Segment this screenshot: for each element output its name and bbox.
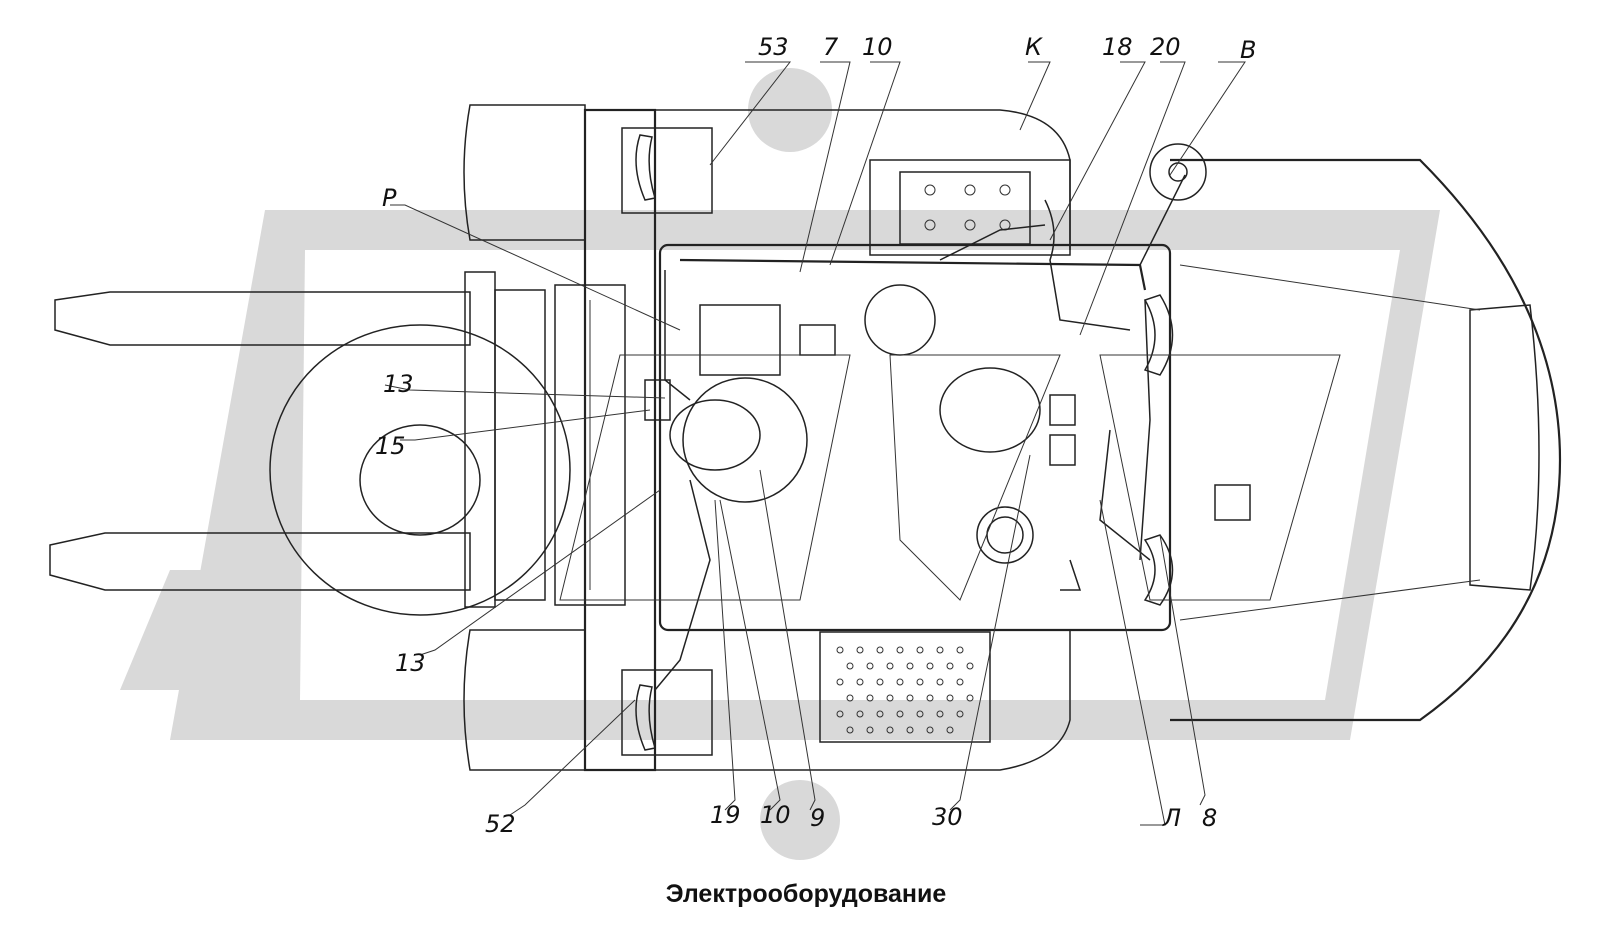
callout-8: 8 bbox=[1202, 804, 1217, 832]
callout-20: 20 bbox=[1150, 33, 1181, 61]
lamps bbox=[635, 134, 1174, 751]
truck-body bbox=[583, 108, 1172, 772]
callout-B: В bbox=[1240, 36, 1256, 64]
callout-15: 15 bbox=[375, 432, 406, 460]
callout-13-upper: 13 bbox=[383, 370, 414, 398]
diagram-caption: Электрооборудование bbox=[665, 880, 947, 908]
watermark-letters bbox=[559, 354, 1341, 601]
callout-9: 9 bbox=[810, 804, 825, 832]
battery-block bbox=[869, 159, 1071, 256]
watermark-logo bbox=[120, 68, 1440, 860]
callout-7: 7 bbox=[823, 33, 839, 61]
front-wheels bbox=[463, 104, 586, 771]
callout-labels: 53 7 10 К 18 20 В Р 13 15 13 52 19 10 9 … bbox=[375, 33, 1256, 838]
mast bbox=[494, 284, 626, 606]
callout-30: 30 bbox=[932, 803, 963, 831]
callout-52: 52 bbox=[485, 810, 516, 838]
grille-panel bbox=[819, 631, 991, 743]
callout-K: К bbox=[1025, 33, 1043, 61]
callout-18: 18 bbox=[1102, 33, 1133, 61]
callout-L: Л bbox=[1162, 804, 1181, 832]
callout-10-bottom: 10 bbox=[760, 801, 791, 829]
leader-lines bbox=[384, 61, 1246, 826]
callout-10-top: 10 bbox=[862, 33, 893, 61]
callout-P: Р bbox=[382, 184, 397, 212]
forks bbox=[49, 271, 496, 608]
steering-assembly bbox=[644, 284, 1251, 564]
load-circle bbox=[269, 324, 571, 616]
rear-hubs bbox=[1149, 143, 1207, 201]
callout-13-lower: 13 bbox=[395, 649, 426, 677]
callout-53: 53 bbox=[758, 33, 789, 61]
counterweight bbox=[1170, 158, 1562, 722]
wiring-harness bbox=[654, 174, 1186, 691]
callout-19: 19 bbox=[710, 801, 741, 829]
